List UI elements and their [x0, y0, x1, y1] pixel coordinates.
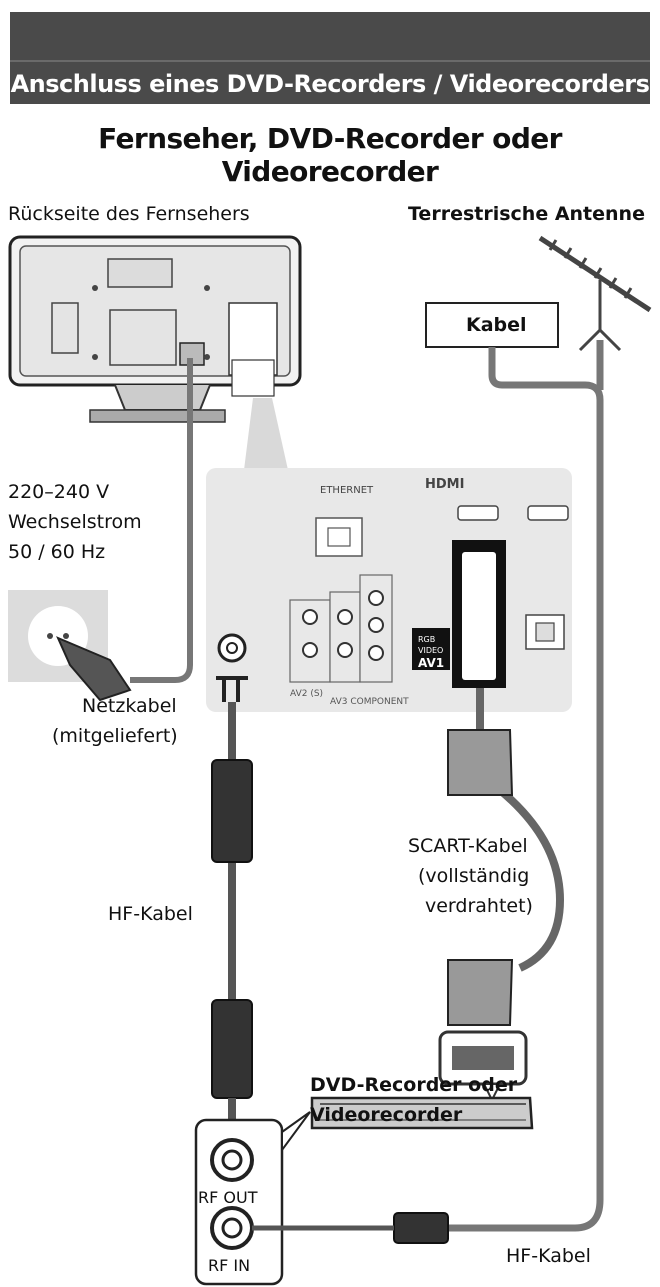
av1-label: AV1: [418, 656, 444, 670]
kabel-label: Kabel: [466, 314, 527, 336]
antenna-label: Terrestrische Antenne: [408, 203, 645, 225]
power-type-label: Wechselstrom: [8, 511, 142, 533]
hf-plug-right: [393, 1212, 449, 1244]
connection-panel: ETHERNET HDMI AV2 (S) AV3 COMPONENT RGB …: [206, 468, 572, 712]
banner-divider: [10, 60, 650, 62]
kabel-box: [425, 302, 559, 348]
wall-socket: [8, 590, 132, 702]
av2-label: AV2 (S): [290, 689, 323, 699]
rf-in-label: RF IN: [208, 1256, 251, 1275]
power-frequency-label: 50 / 60 Hz: [8, 541, 106, 563]
power-voltage-label: 220–240 V: [8, 481, 110, 503]
rf-ports-callout: [194, 1111, 311, 1286]
power-cable: [130, 358, 193, 683]
scart-note-line2: verdrahtet): [425, 895, 533, 917]
dvd-recorder-label: DVD-Recorder oder Videorecorder: [310, 1070, 517, 1130]
hf-plug-bottom: [211, 999, 253, 1099]
tv-back-label: Rückseite des Fernsehers: [8, 203, 250, 225]
scart-label: SCART-Kabel: [408, 835, 528, 857]
ethernet-label: ETHERNET: [320, 485, 374, 496]
hf-kabel-left-label: HF-Kabel: [108, 903, 193, 925]
dvd-recorder-line2: Videorecorder: [310, 1104, 463, 1126]
video-label: VIDEO: [418, 646, 443, 655]
dvd-recorder-line1: DVD-Recorder oder: [310, 1074, 518, 1096]
rgb-label: RGB: [418, 635, 435, 644]
hf-plug-top: [211, 759, 253, 863]
antenna-cable: [445, 347, 604, 1232]
panel-callout: [244, 398, 288, 470]
hf-kabel-bottom-label: HF-Kabel: [506, 1245, 591, 1267]
rf-out-label: RF OUT: [198, 1188, 258, 1207]
scart-plug-bottom: [447, 959, 514, 1026]
header-banner: Anschluss eines DVD-Recorders / Videorec…: [10, 12, 650, 104]
tv-back-illustration: [8, 235, 302, 423]
av3-label: AV3 COMPONENT: [330, 697, 409, 707]
banner-title: Anschluss eines DVD-Recorders / Videorec…: [10, 70, 650, 98]
scart-plug-top: [447, 729, 514, 796]
terrestrial-antenna: [538, 235, 652, 352]
dvd-recorder-illustration: [310, 1096, 534, 1130]
scart-note-line1: (vollständig: [418, 865, 530, 887]
netzkabel-label: Netzkabel: [82, 695, 177, 717]
page-subtitle: Fernseher, DVD-Recorder oder Videorecord…: [98, 122, 562, 188]
hdmi-label: HDMI: [425, 477, 464, 492]
netzkabel-note: (mitgeliefert): [52, 725, 178, 747]
